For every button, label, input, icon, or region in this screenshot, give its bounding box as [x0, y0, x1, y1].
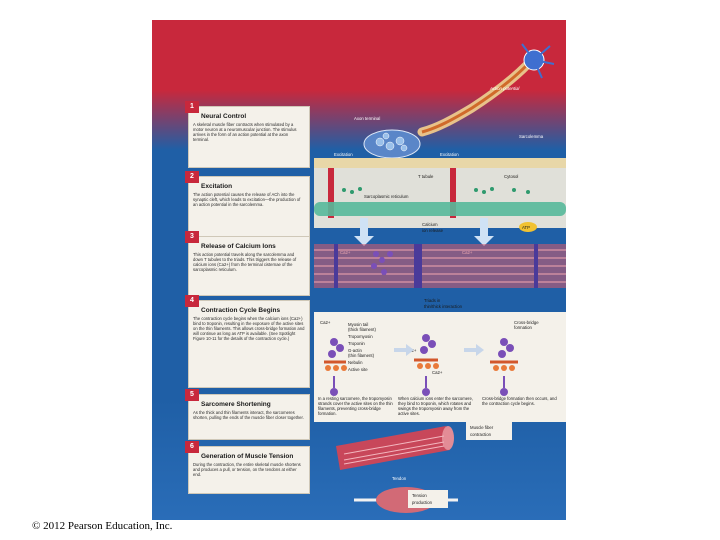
thin-filament-label: (thin filament)	[348, 353, 375, 358]
step-body-3: This action potential travels along the …	[193, 252, 297, 272]
calcium-release-label-2: ion release	[422, 228, 444, 233]
atp-label: ATP	[522, 225, 530, 230]
step-title-2: Excitation	[201, 183, 233, 190]
step-title-1: Neural Control	[201, 113, 247, 120]
cycle-arrow-2	[464, 344, 484, 356]
triad-label-1: Triads in	[424, 298, 441, 303]
sarcolemma-label: Sarcolemma	[519, 134, 544, 139]
troponin-label: Troponin	[348, 341, 365, 346]
step-body-1: A skeletal muscle fiber contracts when s…	[193, 122, 297, 142]
step-body-4: The contraction cycle begins when the ca…	[193, 316, 305, 341]
calcium-dots-upper	[342, 187, 530, 194]
dendrite-1	[533, 45, 551, 61]
dendrite-2	[533, 59, 555, 65]
calcium-binding-cluster	[414, 334, 439, 396]
step-body-5: As the thick and thin filaments interact…	[193, 410, 304, 420]
ca-label-3: Ca2+	[320, 320, 331, 325]
cross-bridge-label-1: Cross-bridge	[514, 320, 539, 325]
fiber-contraction-label-1: Muscle fiber	[470, 425, 494, 430]
step-number-4: 4	[185, 295, 199, 307]
copyright-text: © 2012 Pearson Education, Inc.	[32, 520, 173, 532]
sr-label: Sarcoplasmic reticulum	[364, 194, 409, 199]
step-title-5: Sarcomere Shortening	[201, 401, 271, 408]
tendon-label: Tendon	[392, 476, 407, 481]
sarcolemma-band	[314, 158, 566, 168]
sarcoplasmic-reticulum	[314, 202, 566, 216]
step-number-6: 6	[185, 441, 199, 453]
step-title-4: Contraction Cycle Begins	[201, 307, 281, 314]
fiber-contraction-box	[466, 422, 512, 440]
release-arrow-right	[474, 218, 494, 246]
motor-neuron-illustration: Action potential	[417, 43, 555, 137]
step-panel-3: 3 Release of Calcium Ions This action po…	[185, 231, 310, 296]
dendrite-3	[521, 43, 535, 61]
thick-filament-label: (thick filament)	[348, 327, 377, 332]
tension-label-2: production	[412, 500, 433, 505]
tension-box	[408, 490, 448, 508]
synaptic-vesicles	[375, 132, 408, 152]
action-potential-label: Action potential	[489, 86, 520, 91]
caption-c-box: Cross-bridge formation then occurs, and …	[482, 396, 557, 406]
cross-bridge-label-2: formation	[514, 325, 533, 330]
caption-a-box: In a resting sarcomere, the tropomyosin …	[318, 396, 393, 416]
step-title-3: Release of Calcium Ions	[201, 243, 276, 250]
step-number-3: 3	[185, 231, 199, 243]
axon-terminal-label: Axon terminal	[354, 116, 380, 121]
cycle-arrow-1	[394, 344, 414, 356]
cytosol-area	[314, 168, 566, 228]
excitation-left-label: Excitation	[334, 152, 353, 157]
sarcomere-filaments	[314, 244, 566, 288]
dendrite-4	[533, 59, 543, 79]
caption-b: When calcium ions enter the sarcomere, t…	[398, 396, 473, 416]
muscle-fiber-cylinder	[336, 426, 454, 470]
step-body-6: During the contraction, the entire skele…	[193, 462, 301, 477]
t-tubule-label-front: T tubule	[418, 174, 434, 179]
caption-a: In a resting sarcomere, the tropomyosin …	[318, 396, 393, 416]
step-body-2: The action potential causes the release …	[193, 192, 301, 207]
step-number-5: 5	[185, 389, 199, 401]
step-panel-2: 2 Excitation The action potential causes…	[185, 171, 310, 238]
myosin-tail-label: Myosin tail	[348, 322, 368, 327]
axon-core	[421, 63, 529, 134]
step-panel-1: 1 Neural Control A skeletal muscle fiber…	[185, 101, 310, 168]
release-arrow-left	[354, 218, 374, 246]
t-tubule-left-front	[328, 168, 334, 218]
tropomyosin-label: Tropomyosin	[348, 334, 373, 339]
caption-b-box: When calcium ions enter the sarcomere, t…	[398, 396, 473, 416]
step-panel-6: 6 Generation of Muscle Tension During th…	[185, 441, 310, 494]
step-number-1: 1	[185, 101, 199, 113]
active-site-label: Active site	[348, 367, 368, 372]
step-panel-5: 5 Sarcomere Shortening As the thick and …	[185, 389, 310, 440]
atp-marker	[519, 222, 537, 232]
resting-filament-cluster	[324, 338, 347, 396]
caption-c: Cross-bridge formation then occurs, and …	[482, 396, 557, 406]
triad-label-2: thin/thick interaction	[424, 304, 463, 309]
ca-label-5: Ca2+	[432, 370, 443, 375]
cytosol-label-front: Cytosol	[504, 174, 518, 179]
muscle-process-illustration: Axon terminal Excitation Excitation Sarc…	[314, 116, 566, 513]
step-title-6: Generation of Muscle Tension	[201, 453, 294, 460]
figure-panel: 1 Neural Control A skeletal muscle fiber…	[152, 20, 566, 520]
myosin-heads-cluster	[371, 251, 393, 275]
step-number-2: 2	[185, 171, 199, 183]
fiber-contraction-label-2: contraction	[470, 432, 492, 437]
excitation-right-label: Excitation	[440, 152, 459, 157]
t-tubule-right-front	[450, 168, 456, 218]
step-panel-4: 4 Contraction Cycle Begins The contracti…	[185, 295, 310, 388]
nebulin-label: Nebulin	[348, 360, 363, 365]
cross-bridge-cluster	[490, 338, 518, 396]
contraction-detail-panel	[314, 312, 566, 422]
tension-label-1: Tension	[412, 493, 427, 498]
g-actin-label: G-actin	[348, 348, 362, 353]
calcium-release-label-1: Calcium	[422, 222, 438, 227]
